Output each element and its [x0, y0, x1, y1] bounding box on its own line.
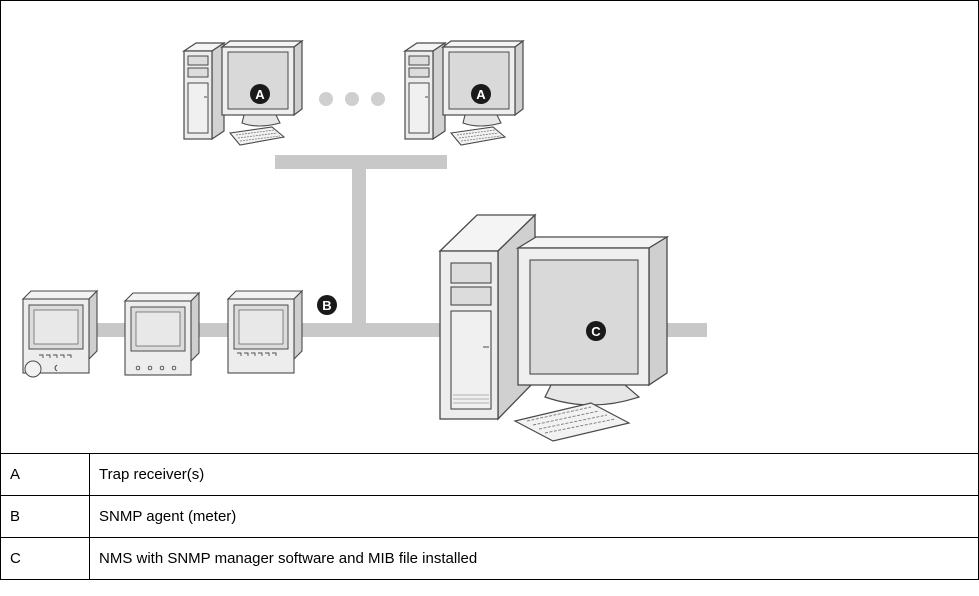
legend-key: C: [0, 537, 90, 580]
callout-agent: B: [317, 295, 337, 315]
trap-receiver-right-icon: [404, 40, 524, 146]
diagram-cell: A A B C: [0, 0, 979, 453]
table-row: A Trap receiver(s): [0, 453, 979, 496]
network-trunk: [352, 165, 366, 325]
callout-label: C: [591, 324, 601, 339]
top-network-bar: [275, 155, 447, 169]
meter-snmp-agent-icon: [227, 290, 303, 374]
callout-label: A: [255, 87, 265, 102]
callout-label: A: [476, 87, 486, 102]
callout-receiver-left: A: [250, 84, 270, 104]
meter-left-icon: [22, 290, 98, 378]
legend-key: A: [0, 453, 90, 496]
legend-key: B: [0, 495, 90, 538]
network-diagram: A A B C: [22, 40, 707, 442]
legend-description: Trap receiver(s): [89, 453, 979, 496]
legend-description: NMS with SNMP manager software and MIB f…: [89, 537, 979, 580]
callout-receiver-right: A: [471, 84, 491, 104]
ellipsis-dot-icon: [319, 92, 333, 106]
legend-table: A Trap receiver(s) B SNMP agent (meter) …: [0, 453, 979, 580]
legend-description: SNMP agent (meter): [89, 495, 979, 538]
ellipsis-dot-icon: [345, 92, 359, 106]
ellipsis-dot-icon: [371, 92, 385, 106]
callout-label: B: [322, 298, 331, 313]
nms-workstation-icon: [438, 213, 670, 442]
table-row: B SNMP agent (meter): [0, 495, 979, 538]
trap-receiver-left-icon: [183, 40, 303, 146]
callout-nms: C: [586, 321, 606, 341]
table-row: C NMS with SNMP manager software and MIB…: [0, 537, 979, 580]
meter-middle-icon: [124, 292, 200, 376]
